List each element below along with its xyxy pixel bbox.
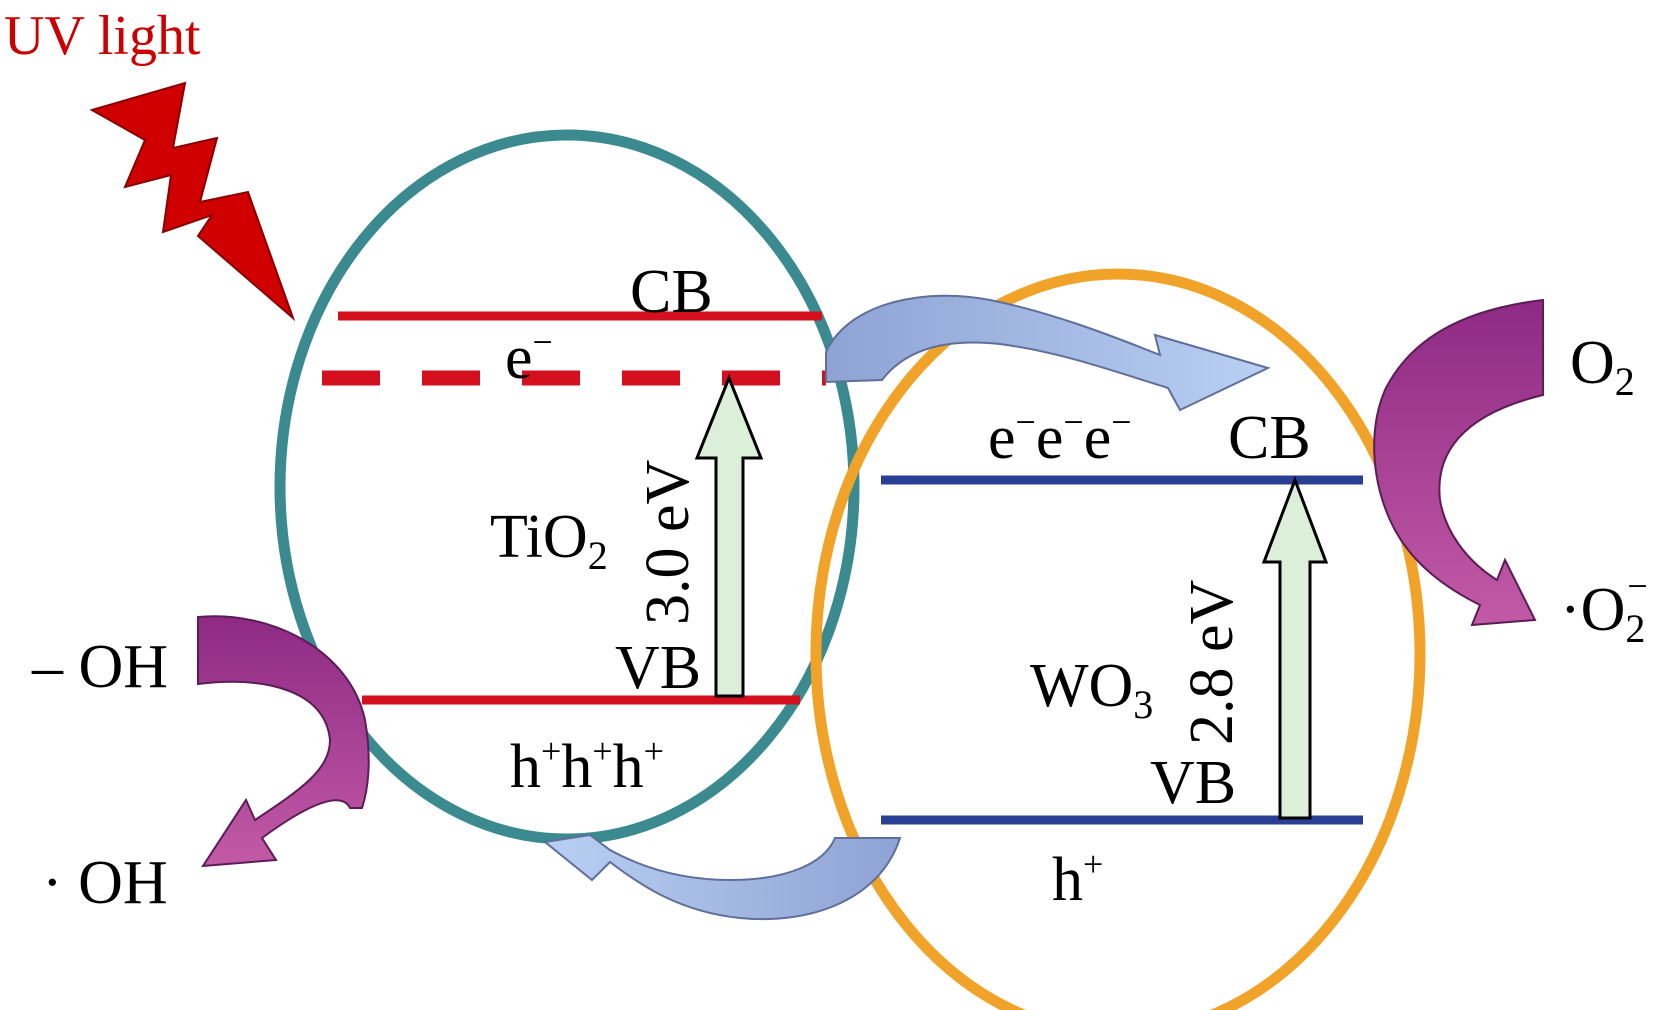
- hydroxide-label: – OH: [31, 633, 168, 701]
- uv-lightning-icon: [89, 81, 296, 322]
- electron-transfer-arrow: [825, 294, 1271, 412]
- o2-reduction-arrow: [1373, 298, 1544, 627]
- wo3-excitation-arrow: [1261, 475, 1329, 820]
- hole-transfer-arrow: [542, 833, 902, 921]
- wo3-ellipse: [810, 268, 1426, 1010]
- oh-oxidation-arrow: [197, 615, 370, 868]
- wo3-electrons-label: e−e−e−: [988, 402, 1132, 472]
- oxygen-label: O2: [1570, 329, 1635, 404]
- tio2-cb-label: CB: [630, 258, 713, 326]
- tio2-excitation-arrow: [694, 373, 764, 698]
- wo3-name-label: WO3: [1030, 652, 1153, 727]
- superoxide-label: ·O2−: [1560, 566, 1648, 651]
- tio2-holes-label: h+h+h+: [510, 731, 664, 801]
- wo3-hole-label: h+: [1052, 844, 1103, 914]
- hydroxyl-radical-label: · OH: [42, 849, 168, 917]
- tio2-electron-label: e−: [505, 322, 553, 392]
- tio2-name-label: TiO2: [490, 503, 608, 578]
- uv-light-label: UV light: [4, 5, 201, 67]
- wo3-band-gap-label: 2.8 eV: [1178, 579, 1246, 745]
- wo3-vb-label: VB: [1150, 749, 1236, 817]
- tio2-vb-label: VB: [615, 634, 701, 702]
- tio2-band-gap-label: 3.0 eV: [634, 459, 702, 625]
- wo3-cb-label: CB: [1228, 404, 1311, 472]
